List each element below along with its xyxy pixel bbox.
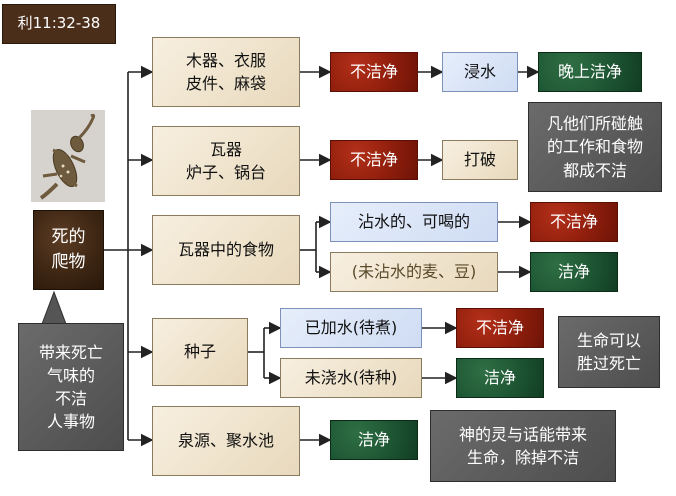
gecko-image <box>31 110 105 202</box>
callout-line-1: 带来死亡 <box>38 342 103 362</box>
item-wood-cloth-line-2: 皮件、麻袋 <box>185 74 266 93</box>
note-touched-unclean: 凡他们所碰触 的工作和食物 都成不洁 <box>528 102 662 192</box>
note-life-line-2: 胜过死亡 <box>576 354 641 373</box>
scripture-reference: 利11:32-38 <box>2 4 116 44</box>
source-dead-creature: 死的 爬物 <box>33 210 104 290</box>
note-spirit-line-1: 神的灵与话能带来 <box>458 424 587 444</box>
item-food-in-vessel: 瓦器中的食物 <box>152 215 300 285</box>
status-clean: 洁净 <box>330 420 418 460</box>
note-spirit-line-2: 生命，除掉不洁 <box>466 448 579 467</box>
action-break: 打破 <box>442 140 518 180</box>
branch-unwatered-seed: 未浇水(待种) <box>280 358 422 398</box>
branch-dry-grain: (未沾水的麦、豆) <box>330 252 498 292</box>
callout-note: 带来死亡 气味的 不洁 人事物 <box>18 323 124 451</box>
item-earthenware-line-2: 炉子、锅台 <box>185 163 266 182</box>
item-earthenware: 瓦器 炉子、锅台 <box>152 126 300 196</box>
scripture-reference-text: 利11:32-38 <box>17 14 101 33</box>
status-unclean: 不洁净 <box>456 308 544 348</box>
callout-line-3: 不洁 <box>54 389 87 408</box>
item-wood-cloth-line-1: 木器、衣服 <box>185 50 266 70</box>
status-unclean: 不洁净 <box>330 140 418 180</box>
gecko-icon <box>39 113 96 200</box>
callout-line-2: 气味的 <box>46 365 95 385</box>
note-life-line-1: 生命可以 <box>576 330 641 350</box>
note-spirit-word: 神的灵与话能带来 生命，除掉不洁 <box>430 410 616 482</box>
note-touched-line-2: 的工作和食物 <box>546 137 643 157</box>
action-soak: 浸水 <box>442 52 518 92</box>
status-clean: 洁净 <box>530 252 618 292</box>
item-earthenware-line-1: 瓦器 <box>209 139 242 159</box>
item-spring-cistern: 泉源、聚水池 <box>152 406 300 476</box>
branch-wet-drinkable: 沾水的、可喝的 <box>330 202 498 242</box>
status-unclean: 不洁净 <box>530 202 618 242</box>
branch-watered-seed: 已加水(待煮) <box>280 308 422 348</box>
status-clean: 洁净 <box>456 358 544 398</box>
item-wood-cloth: 木器、衣服 皮件、麻袋 <box>152 37 300 107</box>
note-touched-line-3: 都成不洁 <box>562 160 627 180</box>
status-unclean: 不洁净 <box>330 52 418 92</box>
source-line-1: 死的 <box>51 227 86 248</box>
note-touched-line-1: 凡他们所碰触 <box>546 114 643 134</box>
note-life-overcomes-death: 生命可以 胜过死亡 <box>558 316 660 388</box>
callout-line-4: 人事物 <box>46 412 95 432</box>
item-seed: 种子 <box>152 318 248 386</box>
source-line-2: 爬物 <box>51 252 86 272</box>
result-clean-evening: 晚上洁净 <box>538 52 642 92</box>
